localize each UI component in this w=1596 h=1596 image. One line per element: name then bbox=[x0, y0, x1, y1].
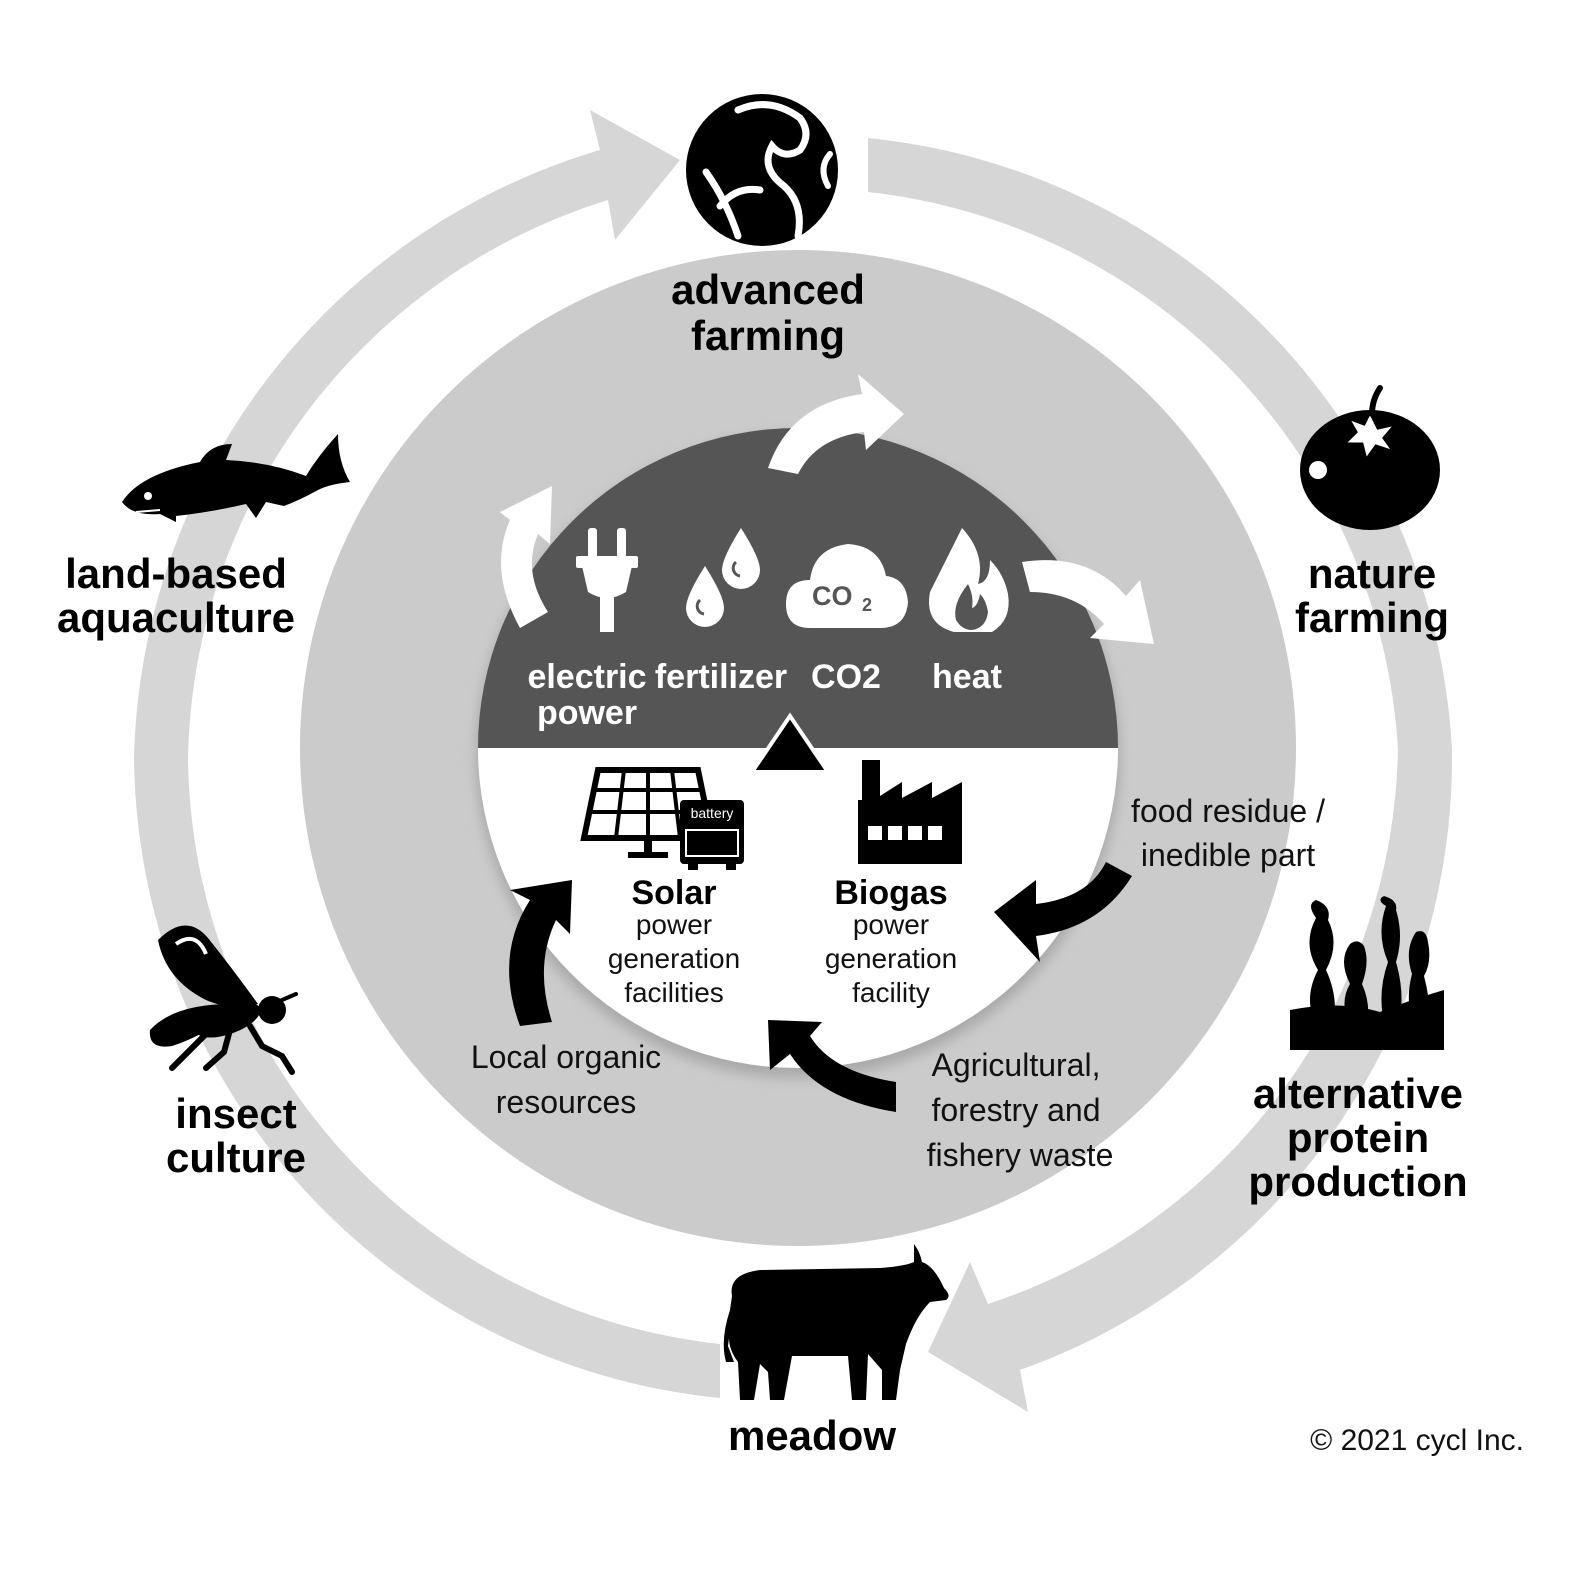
output-arrow-left bbox=[500, 486, 552, 628]
node-nature-farming-line2: farming bbox=[1295, 594, 1449, 641]
food-residue-line1: food residue / bbox=[1131, 793, 1325, 829]
node-advanced-farming-line2: farming bbox=[691, 312, 845, 359]
tomato-icon bbox=[1300, 385, 1440, 530]
output-electric-line1: electric bbox=[527, 658, 646, 696]
agri-waste-line2: forestry and bbox=[932, 1092, 1101, 1128]
biogas-desc-line2: generation bbox=[825, 943, 957, 974]
output-fertilizer: fertilizer bbox=[655, 658, 787, 696]
node-insect-culture-line2: culture bbox=[166, 1134, 306, 1181]
node-alt-protein-line3: production bbox=[1248, 1158, 1467, 1205]
solar-desc-line1: power bbox=[636, 909, 712, 940]
node-aquaculture-line2: aquaculture bbox=[57, 594, 295, 641]
ring-arrow-right-to-bottom bbox=[928, 750, 1453, 1412]
food-residue-line2: inedible part bbox=[1141, 837, 1315, 873]
output-electric-line2: power bbox=[537, 694, 637, 732]
output-arrow-right bbox=[1022, 560, 1154, 644]
plug-icon bbox=[576, 528, 638, 632]
svg-text:battery: battery bbox=[691, 805, 734, 821]
agri-waste-line3: fishery waste bbox=[927, 1137, 1114, 1173]
up-triangle-icon bbox=[748, 712, 832, 774]
svg-text:2: 2 bbox=[862, 595, 872, 615]
cabbage-icon bbox=[686, 94, 838, 246]
node-alt-protein-line2: protein bbox=[1287, 1114, 1429, 1161]
solar-desc-line3: facilities bbox=[624, 977, 724, 1008]
node-nature-farming-line1: nature bbox=[1308, 550, 1436, 597]
copyright-text: © 2021 cycl Inc. bbox=[1310, 1424, 1524, 1457]
biogas-title: Biogas bbox=[834, 874, 947, 912]
solar-desc-line2: generation bbox=[608, 943, 740, 974]
input-arrow-local-resources bbox=[509, 880, 572, 1026]
seaweed-icon bbox=[1290, 896, 1444, 1050]
solar-title: Solar bbox=[631, 874, 716, 912]
svg-text:CO: CO bbox=[812, 581, 853, 611]
factory-icon bbox=[858, 760, 962, 864]
output-heat: heat bbox=[932, 658, 1002, 696]
insect-icon bbox=[149, 925, 298, 1075]
node-aquaculture-line1: land-based bbox=[65, 550, 287, 597]
node-insect-culture-line1: insect bbox=[175, 1090, 296, 1137]
cow-icon bbox=[723, 1244, 949, 1400]
outer-cycle-ring bbox=[134, 110, 1453, 1412]
local-resources-line2: resources bbox=[496, 1084, 637, 1120]
ring-arrow-left-to-top bbox=[134, 110, 680, 758]
input-arrow-agri-waste bbox=[768, 1020, 896, 1112]
co2-cloud-icon: CO 2 bbox=[786, 544, 908, 628]
node-meadow: meadow bbox=[728, 1412, 896, 1459]
biogas-desc-line1: power bbox=[853, 909, 929, 940]
fish-icon bbox=[122, 434, 350, 522]
node-advanced-farming-line1: advanced bbox=[671, 266, 865, 313]
ring-arrow-bottom-to-left bbox=[134, 758, 720, 1398]
output-arrow-top bbox=[768, 374, 904, 474]
battery-icon: battery bbox=[680, 800, 744, 870]
output-co2: CO2 bbox=[811, 658, 881, 696]
agri-waste-line1: Agricultural, bbox=[932, 1047, 1101, 1083]
flame-icon bbox=[929, 528, 1009, 632]
local-resources-line1: Local organic bbox=[471, 1039, 661, 1075]
biogas-desc-line3: facility bbox=[852, 977, 930, 1008]
node-alt-protein-line1: alternative bbox=[1253, 1070, 1463, 1117]
input-arrow-food-residue bbox=[994, 862, 1132, 962]
drops-icon bbox=[686, 528, 760, 627]
